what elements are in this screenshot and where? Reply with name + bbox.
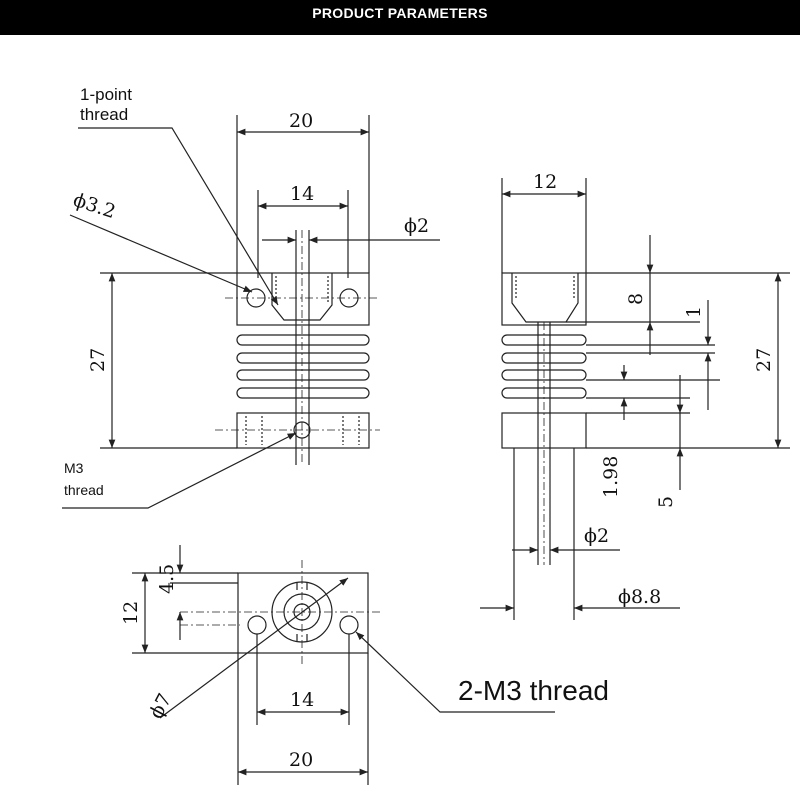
bottom-height-dim: 12	[120, 601, 142, 625]
fin	[236, 387, 370, 399]
page-title: PRODUCT PARAMETERS	[312, 5, 488, 21]
fin	[236, 369, 370, 381]
front-top-block	[236, 272, 370, 326]
fin	[236, 334, 370, 346]
m3-thread-label-2: thread	[64, 482, 104, 498]
front-bottom-block	[236, 412, 370, 449]
side-height-dim: 27	[753, 348, 775, 372]
bottom-offset-dim: 4.5	[156, 564, 178, 594]
side-fin-pitch-dim: 1	[683, 306, 705, 318]
side-width-dim: 12	[533, 171, 557, 193]
bottom-right-hole	[339, 615, 359, 635]
front-inner-width-dim: 14	[290, 183, 314, 205]
bottom-width-dim: 20	[289, 749, 313, 771]
side-bore-dim: ϕ2	[584, 525, 609, 547]
front-width-dim: 20	[289, 110, 313, 132]
header-bar: PRODUCT PARAMETERS	[0, 0, 800, 35]
side-view	[480, 178, 790, 620]
side-fin-gap-dim: 1.98	[600, 456, 622, 498]
side-outer-dim: ϕ8.8	[618, 586, 661, 608]
fin	[236, 352, 370, 364]
bottom-block	[237, 572, 369, 654]
bottom-diameter-dim: ϕ7	[145, 690, 176, 722]
bottom-view	[132, 545, 555, 785]
front-height-dim: 27	[87, 348, 109, 372]
side-base-dim: 5	[655, 496, 677, 508]
front-view	[62, 115, 440, 509]
two-m3-thread-label: 2-M3 thread	[458, 675, 609, 706]
bottom-left-hole	[247, 615, 267, 635]
fin	[501, 352, 587, 364]
one-point-thread-label-2: thread	[80, 105, 128, 124]
one-point-thread-label-1: 1-point	[80, 85, 132, 104]
bottom-inner-width-dim: 14	[290, 689, 314, 711]
front-bore-dim: ϕ2	[404, 215, 429, 237]
side-depth-dim: 8	[625, 293, 647, 305]
m3-thread-label-1: M3	[64, 460, 84, 476]
